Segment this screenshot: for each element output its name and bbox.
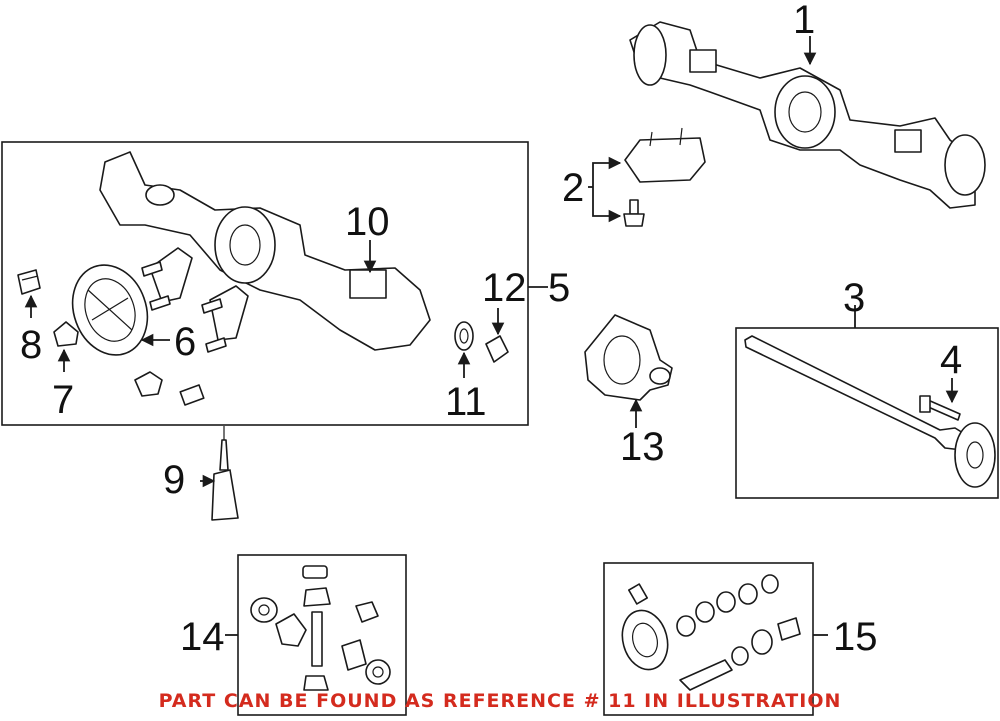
callout-12: 12 [482,266,527,310]
axle-plug[interactable] [53,321,79,347]
callout-5: 5 [548,266,571,310]
callout-7: 7 [52,378,75,422]
vent-bolt[interactable] [17,269,41,295]
differential-case[interactable] [584,314,673,401]
callout-6: 6 [174,320,197,364]
axle-housing-frame [1,141,529,426]
mount-stud[interactable] [623,199,645,227]
callout-15: 15 [833,615,878,659]
ring-pinion-kit[interactable] [616,574,801,691]
callout-10: 10 [345,200,390,244]
callout-4: 4 [940,338,963,382]
reference-notice: PART CAN BE FOUND AS REFERENCE # 11 IN I… [158,690,842,712]
callout-13: 13 [620,425,665,469]
axle-shaft-frame [735,327,999,499]
bearing-kit[interactable] [250,565,391,691]
axle-housing[interactable] [99,151,431,351]
callout-14: 14 [180,615,225,659]
cap-bolt[interactable] [141,261,227,353]
axle-bearing[interactable] [485,335,509,363]
callout-11: 11 [445,380,487,424]
axle-shaft[interactable] [744,335,996,488]
sealant-tube[interactable] [211,439,239,521]
wheel-stud[interactable] [919,395,961,421]
differential-cover[interactable] [60,254,159,365]
callout-2: 2 [562,166,585,210]
callout-3: 3 [843,276,866,320]
axle-assembly[interactable] [629,21,986,209]
callout-8: 8 [20,323,43,367]
fill-plug[interactable] [134,371,163,397]
mount-bracket[interactable] [624,127,706,183]
gear-kit-frame [603,562,814,716]
axle-seal[interactable] [454,321,474,351]
callout-9: 9 [163,458,186,502]
callout-1: 1 [793,0,816,42]
drain-bolt[interactable] [179,384,205,406]
